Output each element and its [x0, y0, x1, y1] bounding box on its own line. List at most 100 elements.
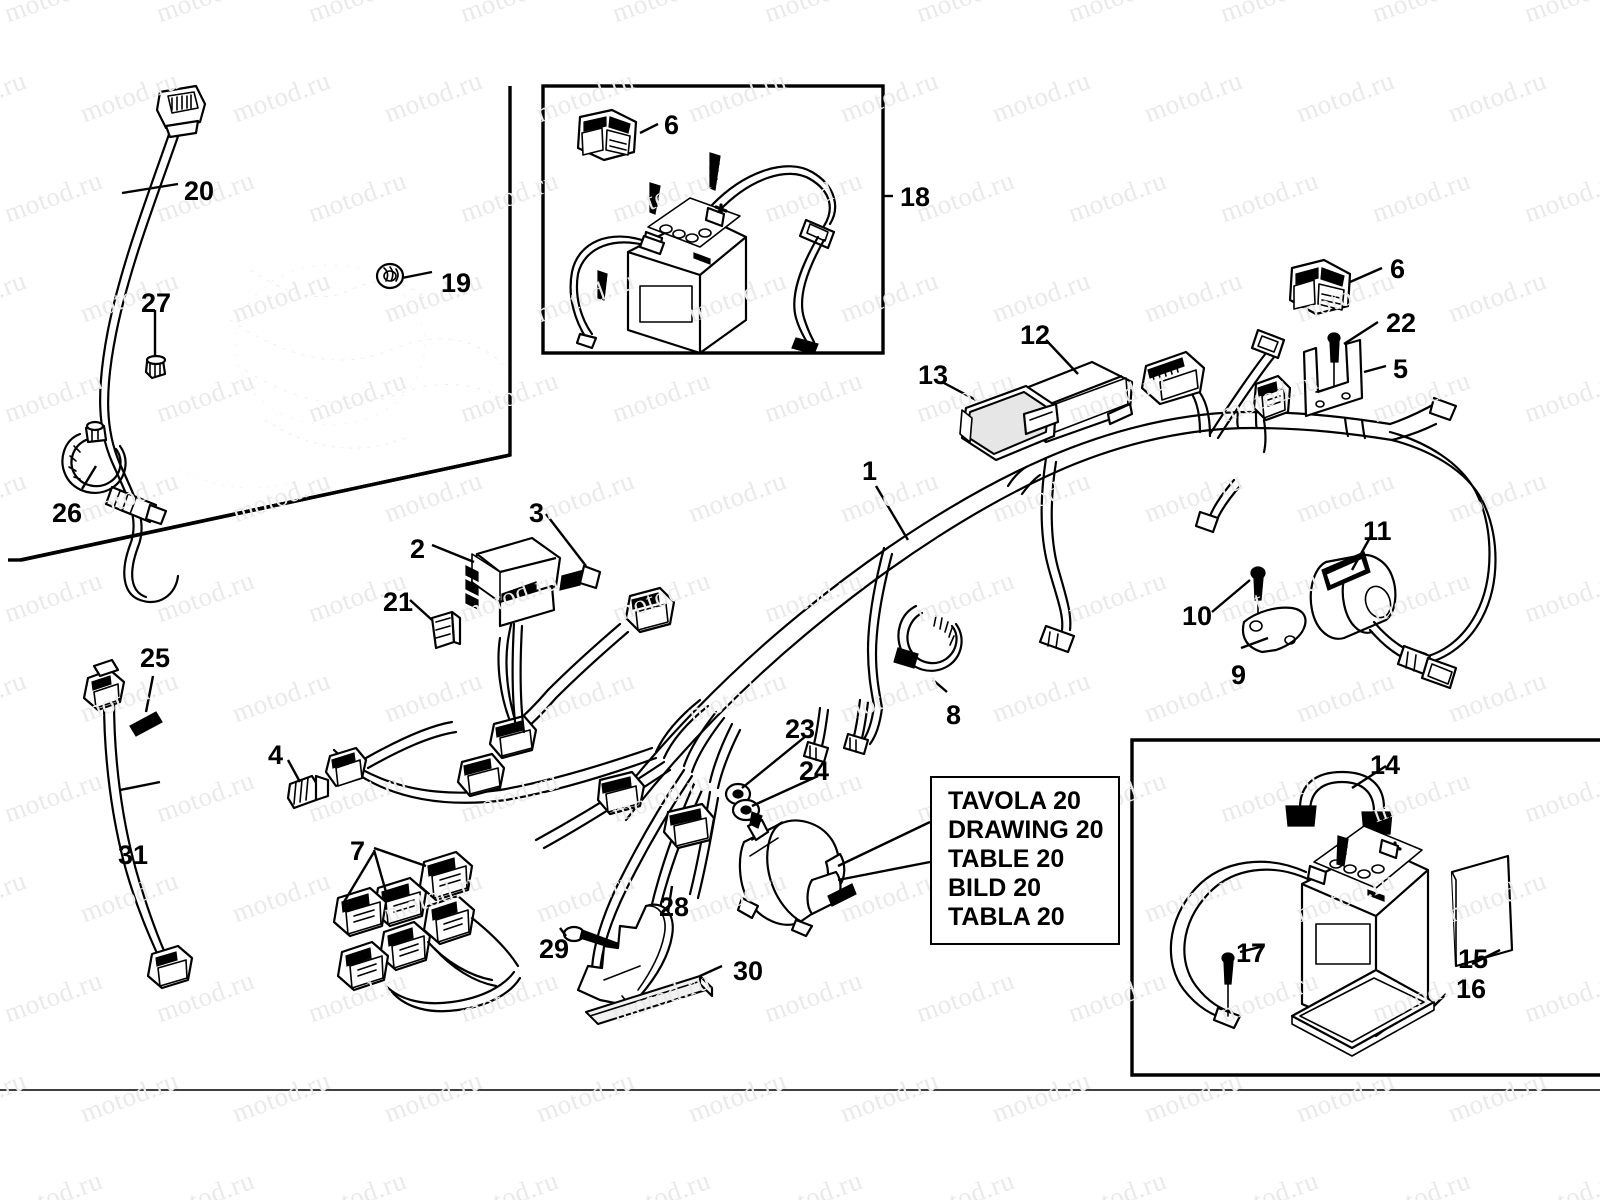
part-31-lead — [82, 658, 194, 990]
callout-18: 18 — [900, 182, 931, 212]
leader-21 — [409, 599, 433, 621]
harness-connector-d — [596, 770, 646, 816]
callout-30: 30 — [733, 956, 764, 986]
leader-7a — [373, 846, 427, 868]
callout-1: 1 — [862, 456, 878, 486]
callout-17: 17 — [1236, 938, 1267, 968]
leader-12 — [1045, 339, 1079, 375]
inset-box-18 — [541, 84, 885, 355]
callout-19: 19 — [441, 268, 472, 298]
inset-18-contents — [569, 108, 837, 355]
callout-27: 27 — [141, 288, 172, 318]
part-20-terminal — [104, 485, 168, 526]
part-20-connector — [155, 84, 207, 139]
callout-6b: 6 — [1390, 254, 1406, 284]
leader-22 — [1343, 320, 1379, 346]
callout-26: 26 — [52, 498, 83, 528]
part-3-screw — [559, 564, 602, 591]
callout-3: 3 — [529, 498, 545, 528]
leader-6b — [1349, 266, 1383, 284]
part-16-tray — [1290, 968, 1436, 1057]
part-21-clip — [430, 610, 462, 650]
callout-31: 31 — [118, 840, 149, 870]
inset-18-battery — [626, 197, 748, 355]
leader-6a — [639, 122, 659, 135]
part-11-solenoid — [1309, 551, 1458, 690]
callout-5: 5 — [1393, 354, 1409, 384]
tavola-line-table: TABLE 20 — [948, 845, 1065, 873]
leader-24 — [751, 774, 819, 808]
callout-6a: 6 — [664, 110, 680, 140]
callout-28: 28 — [659, 892, 690, 922]
leader-4 — [286, 759, 302, 783]
leader-3 — [545, 513, 587, 567]
callout-7: 7 — [350, 836, 366, 866]
starter-motor — [736, 811, 857, 938]
part-25-screw — [129, 711, 163, 737]
part-9-bracket — [1241, 606, 1307, 654]
harness-connector-c — [456, 752, 506, 798]
callout-11: 11 — [1363, 516, 1392, 546]
side-connector — [1252, 374, 1292, 454]
callout-23: 23 — [785, 714, 816, 744]
part-26-clamp — [61, 420, 127, 494]
callout-10: 10 — [1182, 601, 1213, 631]
harness-connector-a — [624, 586, 676, 634]
tavola-line-it: TAVOLA 20 — [948, 787, 1081, 815]
leader-tavola-lower — [837, 860, 931, 882]
part-6-relay-right — [1288, 258, 1352, 316]
callout-29: 29 — [539, 934, 570, 964]
leader-19 — [401, 270, 433, 280]
sub-harness-left — [324, 720, 458, 788]
part-6-relay-top — [576, 108, 638, 162]
inset-battery-bolt — [1336, 835, 1349, 867]
leader-13 — [941, 380, 977, 402]
leader-9 — [1240, 636, 1269, 650]
leader-8 — [932, 679, 948, 693]
scan-artifact — [179, 264, 516, 489]
tavola-reference-box: TAVOLA 20 DRAWING 20 TABLE 20 BILD 20 TA… — [930, 776, 1120, 945]
callout-2: 2 — [410, 534, 426, 564]
part-5-bracket — [1302, 338, 1364, 418]
leader-7c — [342, 851, 376, 903]
leader-23 — [741, 735, 807, 789]
tavola-line-es: TABLA 20 — [948, 903, 1065, 931]
part-31-upper-connector — [82, 658, 126, 712]
part-27-plug — [144, 354, 167, 380]
inset-bottom-right-contents — [1169, 764, 1514, 1057]
callout-16: 16 — [1456, 974, 1487, 1004]
leader-5 — [1363, 364, 1387, 374]
callout-12: 12 — [1020, 320, 1051, 350]
callout-15: 15 — [1458, 944, 1489, 974]
part-14-handle — [1285, 770, 1393, 835]
callout-22: 22 — [1386, 308, 1417, 338]
part-31-lower-connector — [146, 944, 194, 990]
callout-4: 4 — [268, 740, 284, 770]
leader-11 — [1350, 533, 1374, 571]
leader-16 — [1433, 993, 1447, 1007]
leader-2 — [431, 543, 475, 564]
part-19-grommet — [375, 262, 405, 290]
starter-lead-connectors — [802, 698, 870, 764]
leader-17 — [1239, 944, 1265, 954]
part-4-plug — [286, 774, 330, 810]
callout-8: 8 — [946, 700, 962, 730]
leader-14 — [1351, 764, 1387, 790]
callout-20: 20 — [184, 176, 215, 206]
inset-18-bolts — [597, 152, 721, 301]
callout-21: 21 — [383, 587, 414, 617]
leader-25 — [144, 675, 155, 713]
part-28-bracket — [576, 903, 674, 1006]
callout-9: 9 — [1231, 660, 1247, 690]
leader-28 — [666, 885, 674, 913]
callout-13: 13 — [918, 360, 949, 390]
part-20-cable — [99, 84, 207, 603]
ecu-multipin-connector — [1140, 350, 1206, 406]
inset-box-bottom-right — [1130, 738, 1600, 1077]
region-divider-upper-left — [19, 86, 512, 562]
leader-1 — [874, 485, 910, 541]
inset-ground-cable — [1169, 860, 1312, 1030]
part-13-module — [959, 384, 1060, 462]
tavola-line-en: DRAWING 20 — [948, 816, 1104, 844]
